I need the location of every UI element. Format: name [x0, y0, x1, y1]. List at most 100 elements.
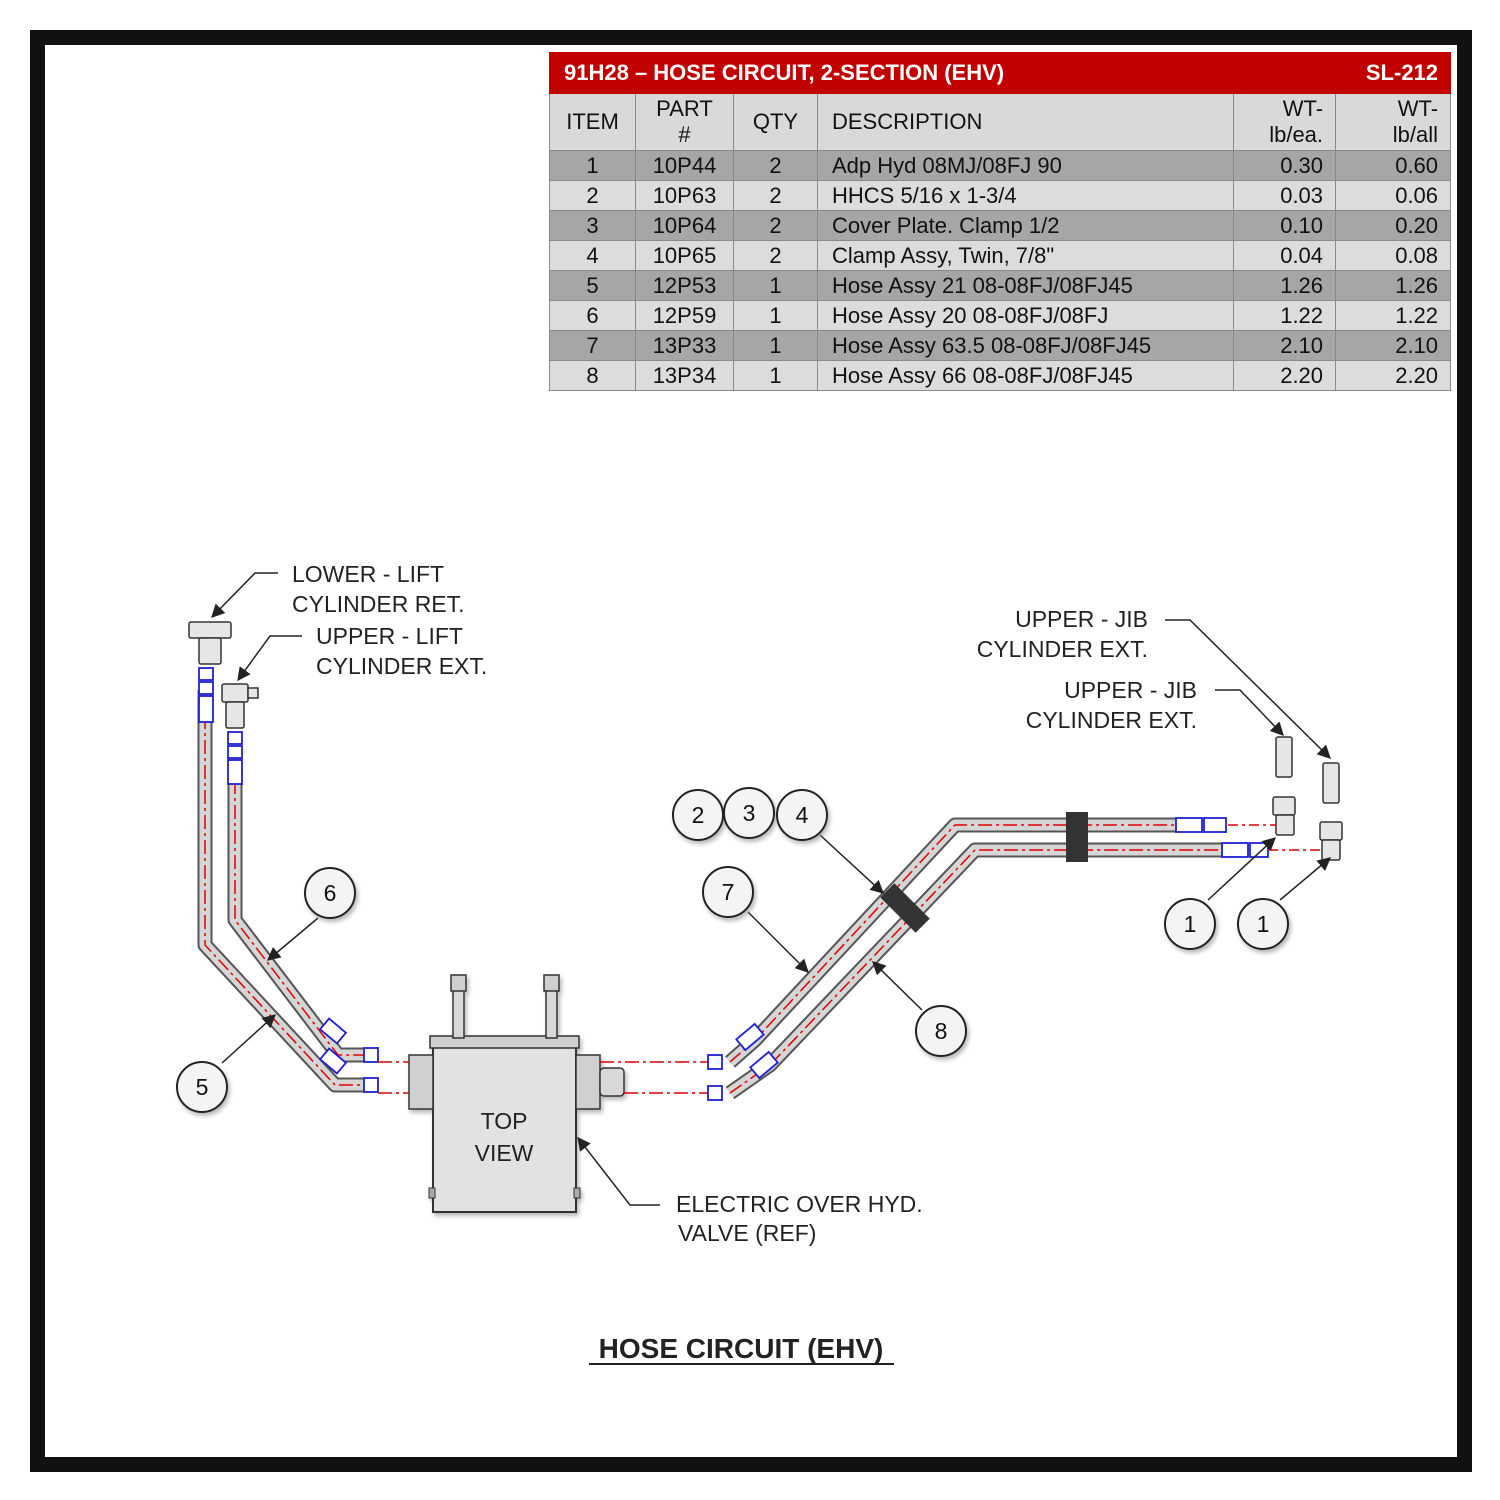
cell-qty: 2 — [733, 210, 818, 241]
electric-over-hydraulic-valve — [408, 974, 625, 1213]
cell-wt-each: 1.26 — [1232, 270, 1337, 301]
cell-wt-each: 0.10 — [1232, 210, 1337, 241]
cell-item: 4 — [549, 240, 636, 271]
balloon-item-2: 2 — [692, 802, 705, 828]
hose-end-fittings-right — [707, 817, 1269, 1101]
cell-qty: 1 — [733, 300, 818, 331]
cell-wt-each: 0.30 — [1232, 150, 1337, 181]
cell-wt-all: 2.10 — [1335, 330, 1452, 361]
leader-lines — [211, 572, 1332, 1206]
cell-wt-each: 2.20 — [1232, 360, 1337, 391]
twin-clamp-diagonal — [880, 883, 930, 933]
table-row: 7 13P33 1 Hose Assy 63.5 08-08FJ/08FJ45 … — [549, 330, 1452, 361]
twin-clamp-horizontal — [1066, 812, 1088, 862]
cell-item: 5 — [549, 270, 636, 301]
cell-part: 12P59 — [635, 300, 734, 331]
table-row: 5 12P53 1 Hose Assy 21 08-08FJ/08FJ45 1.… — [549, 270, 1452, 301]
sheet-code: SL-212 — [1335, 52, 1452, 94]
header-qty: QTY — [733, 93, 818, 151]
table-row: 4 10P65 2 Clamp Assy, Twin, 7/8" 0.04 0.… — [549, 240, 1452, 271]
cell-wt-all: 0.06 — [1335, 180, 1452, 211]
header-wt-each: WT-lb/ea. — [1232, 93, 1337, 151]
cell-wt-all: 1.26 — [1335, 270, 1452, 301]
table-row: 3 10P64 2 Cover Plate. Clamp 1/2 0.10 0.… — [549, 210, 1452, 241]
cell-part: 10P65 — [635, 240, 734, 271]
cell-wt-all: 0.20 — [1335, 210, 1452, 241]
cell-part: 10P64 — [635, 210, 734, 241]
table-row: 8 13P34 1 Hose Assy 66 08-08FJ/08FJ45 2.… — [549, 360, 1452, 391]
cell-part: 13P33 — [635, 330, 734, 361]
header-part-line1: PART — [656, 96, 713, 121]
hose-end-fittings-left — [198, 667, 379, 1093]
table-row: 2 10P63 2 HHCS 5/16 x 1-3/4 0.03 0.06 — [549, 180, 1452, 211]
table-header-row: ITEM PART# QTY DESCRIPTION WT-lb/ea. WT-… — [549, 93, 1452, 151]
header-wt-all-line2: lb/all — [1392, 122, 1439, 147]
upper-jib-b-label-line1: UPPER - JIB — [1064, 677, 1197, 703]
cell-wt-each: 2.10 — [1232, 330, 1337, 361]
upper-lift-label-line1: UPPER - LIFT — [316, 623, 463, 649]
cell-wt-all: 2.20 — [1335, 360, 1452, 391]
cell-part: 10P63 — [635, 180, 734, 211]
cell-qty: 2 — [733, 240, 818, 271]
flow-lines-jib — [1228, 824, 1322, 851]
balloon-item-1: 1 — [1257, 911, 1270, 937]
valve-view-label-line2: VIEW — [475, 1140, 534, 1166]
upper-jib-b-label-line2: CYLINDER EXT. — [1026, 707, 1197, 733]
header-wt-each-line1: WT- — [1282, 96, 1324, 121]
lower-lift-label-line2: CYLINDER RET. — [292, 591, 465, 617]
cell-wt-each: 0.03 — [1232, 180, 1337, 211]
upper-lift-label-line2: CYLINDER EXT. — [316, 653, 487, 679]
balloon-item-6: 6 — [324, 880, 337, 906]
hose-assembly-6 — [227, 755, 372, 1063]
balloon-item-5: 5 — [196, 1074, 209, 1100]
valve-label-line1: ELECTRIC OVER HYD. — [676, 1191, 923, 1217]
balloon-item-8: 8 — [935, 1018, 948, 1044]
cell-part: 10P44 — [635, 150, 734, 181]
flow-lines-right — [600, 1061, 710, 1094]
lower-lift-label-line1: LOWER - LIFT — [292, 561, 444, 587]
upper-jib-a-label-line2: CYLINDER EXT. — [977, 636, 1148, 662]
header-description: DESCRIPTION — [817, 93, 1234, 151]
valve-label-line2: VALVE (REF) — [678, 1220, 816, 1246]
cell-qty: 1 — [733, 270, 818, 301]
balloon-item-3: 3 — [743, 800, 756, 826]
balloon-item-1: 1 — [1184, 911, 1197, 937]
cell-item: 3 — [549, 210, 636, 241]
cell-description: Hose Assy 66 08-08FJ/08FJ45 — [817, 360, 1234, 391]
cell-item: 6 — [549, 300, 636, 331]
header-wt-all: WT-lb/all — [1335, 93, 1452, 151]
cell-description: HHCS 5/16 x 1-3/4 — [817, 180, 1234, 211]
cell-description: Hose Assy 63.5 08-08FJ/08FJ45 — [817, 330, 1234, 361]
balloon-item-7: 7 — [722, 879, 735, 905]
header-wt-each-line2: lb/ea. — [1269, 122, 1324, 147]
lower-lift-fitting — [188, 621, 232, 665]
valve-view-label-line1: TOP — [481, 1108, 528, 1134]
header-part-line2: # — [678, 122, 691, 147]
cell-wt-all: 1.22 — [1335, 300, 1452, 331]
table-row: 6 12P59 1 Hose Assy 20 08-08FJ/08FJ 1.22… — [549, 300, 1452, 331]
cell-part: 12P53 — [635, 270, 734, 301]
cell-description: Hose Assy 20 08-08FJ/08FJ — [817, 300, 1234, 331]
upper-lift-fitting — [221, 683, 259, 729]
cell-part: 13P34 — [635, 360, 734, 391]
cell-qty: 1 — [733, 360, 818, 391]
upper-jib-a-label-line1: UPPER - JIB — [1015, 606, 1148, 632]
balloon-item-4: 4 — [796, 802, 809, 828]
hose-assembly-8 — [725, 842, 1228, 1100]
cell-item: 7 — [549, 330, 636, 361]
cell-wt-all: 0.60 — [1335, 150, 1452, 181]
header-part: PART# — [635, 93, 734, 151]
jib-cylinder-fittings — [1272, 736, 1343, 861]
cell-item: 1 — [549, 150, 636, 181]
cell-item: 8 — [549, 360, 636, 391]
diagram-title: HOSE CIRCUIT (EHV) — [599, 1333, 884, 1364]
cell-qty: 2 — [733, 180, 818, 211]
cell-wt-each: 0.04 — [1232, 240, 1337, 271]
cell-description: Clamp Assy, Twin, 7/8" — [817, 240, 1234, 271]
header-wt-all-line1: WT- — [1397, 96, 1439, 121]
cell-wt-all: 0.08 — [1335, 240, 1452, 271]
cell-description: Cover Plate. Clamp 1/2 — [817, 210, 1234, 241]
flow-lines-left — [378, 1061, 425, 1094]
item-balloons — [176, 787, 1289, 1113]
